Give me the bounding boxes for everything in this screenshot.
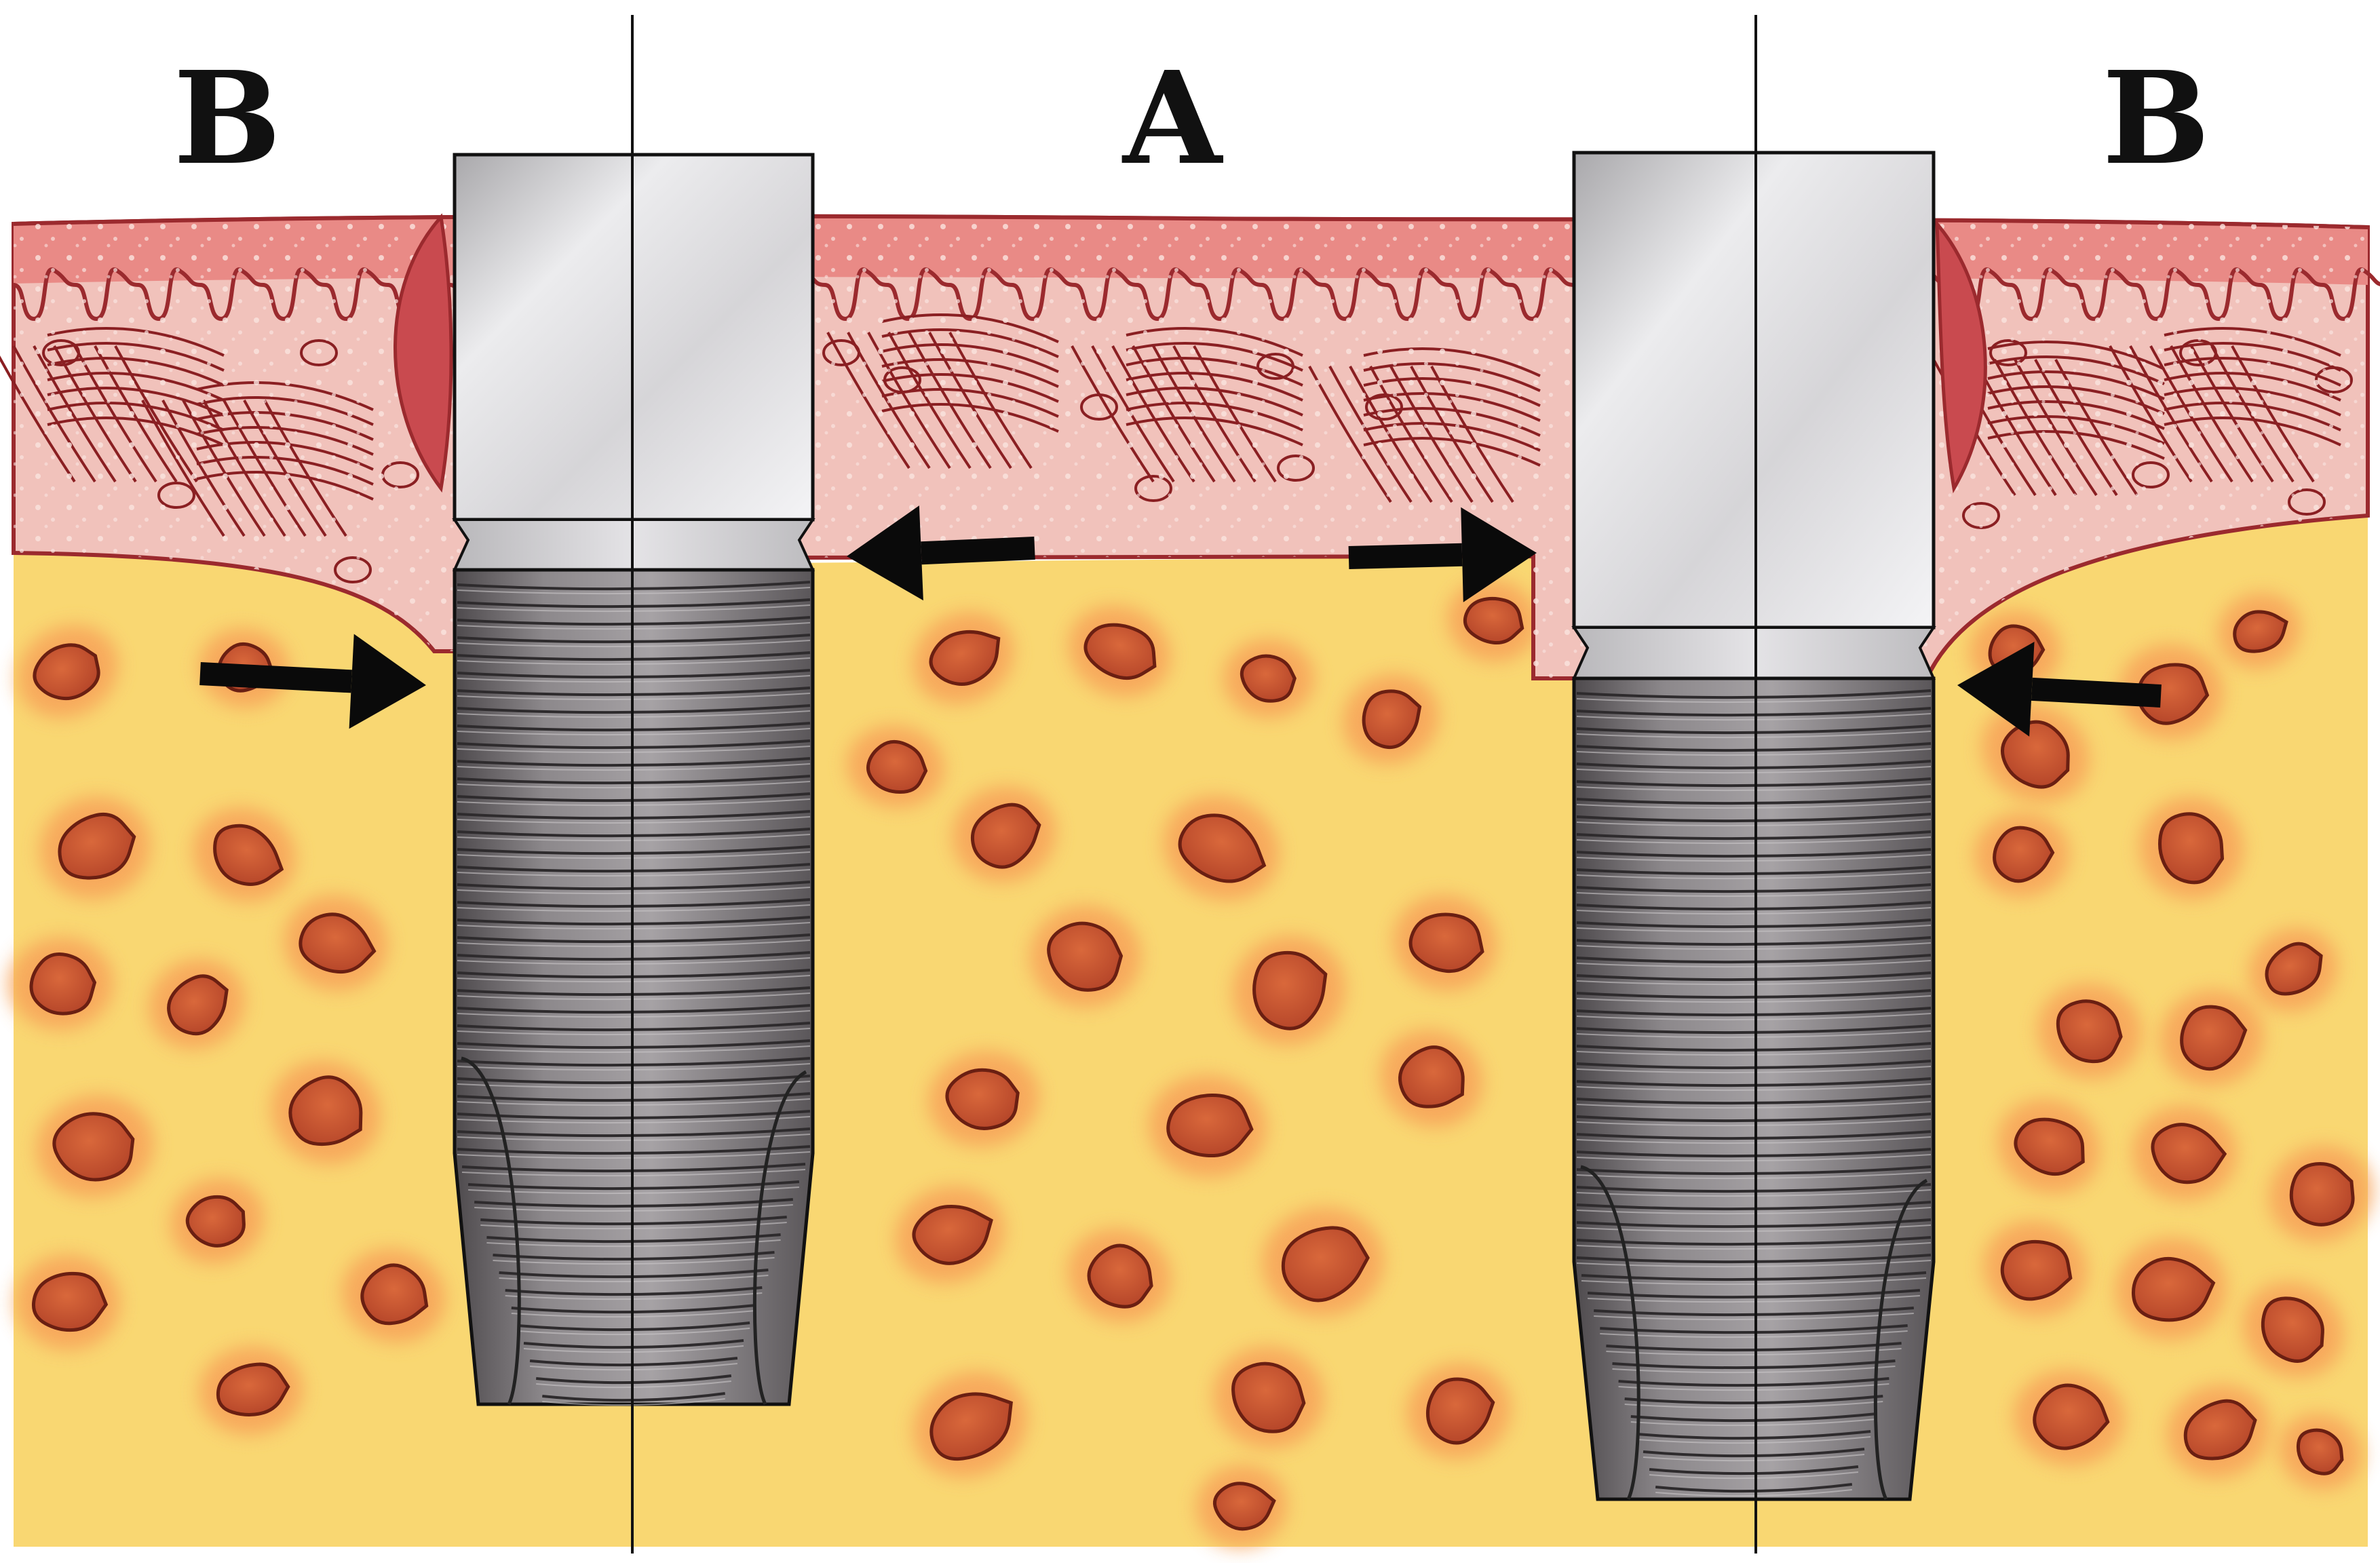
arrow-icon (199, 505, 2162, 737)
dental-implant-icon (1571, 151, 1936, 1501)
bone-marrow-spaces (9, 579, 2373, 1547)
region-label-left: B (174, 43, 282, 193)
region-label-center: A (1121, 43, 1223, 193)
region-label-right: B (2103, 43, 2210, 193)
